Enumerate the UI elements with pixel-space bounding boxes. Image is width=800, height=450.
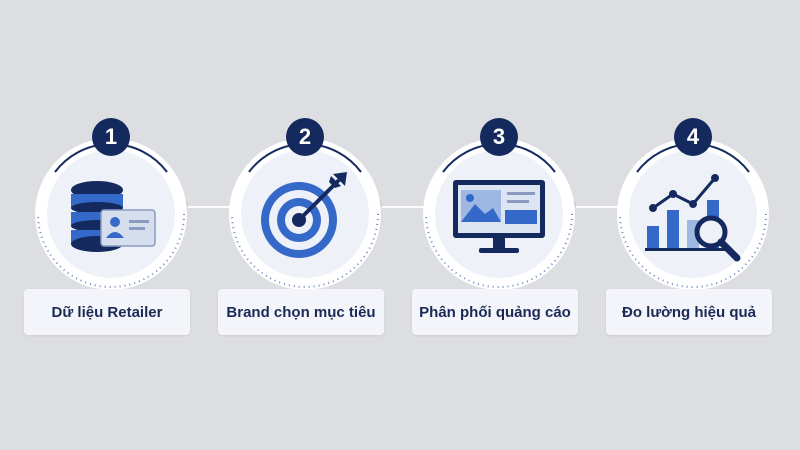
step-number-badge: 1 (92, 118, 130, 156)
connector-3-4 (571, 206, 623, 208)
chart-magnifier-icon (645, 174, 741, 262)
database-profile-icon (71, 181, 156, 252)
step-icon-circle (47, 150, 175, 278)
step-1: 1 Dữ liệu Retailer (16, 116, 206, 346)
step-label: Dữ liệu Retailer (24, 289, 190, 335)
connector-1-2 (183, 206, 235, 208)
step-label: Brand chọn mục tiêu (218, 289, 384, 335)
step-label: Phân phối quảng cáo (412, 289, 578, 335)
monitor-ad-icon (453, 180, 545, 253)
step-number-badge: 3 (480, 118, 518, 156)
step-4: 4 Đo lường hiệu quả (598, 116, 788, 346)
connector-2-3 (377, 206, 429, 208)
step-2: 2 Brand chọn mục tiêu (210, 116, 400, 346)
step-label: Đo lường hiệu quả (606, 289, 772, 335)
step-number-badge: 2 (286, 118, 324, 156)
step-number-badge: 4 (674, 118, 712, 156)
step-icon-circle (629, 150, 757, 278)
step-icon-circle (435, 150, 563, 278)
step-3: 3 Phân phối quảng cáo (404, 116, 594, 346)
target-icon (261, 172, 347, 258)
step-icon-circle (241, 150, 369, 278)
